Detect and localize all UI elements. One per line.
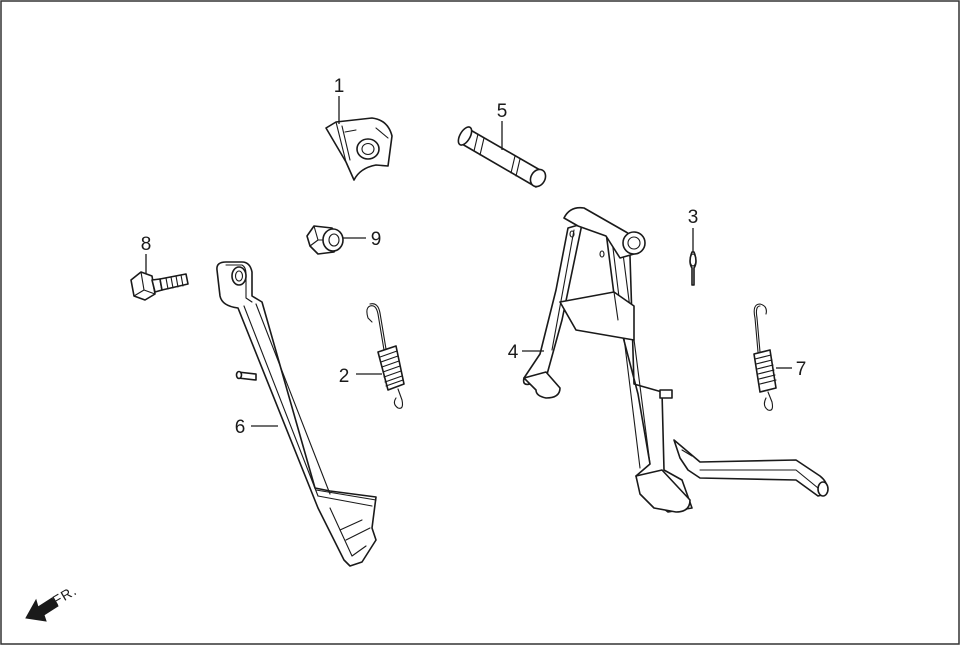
part-1-bracket	[325, 117, 393, 181]
part-4-main-stand	[522, 206, 829, 513]
part-3-cotter-pin	[689, 251, 697, 286]
callout-2: 2	[339, 366, 350, 387]
part-7-spring	[753, 303, 777, 411]
callout-1: 1	[334, 76, 345, 97]
part-5-pivot-pin	[457, 126, 547, 188]
part-2-spring	[366, 303, 405, 409]
part-9-nut	[306, 225, 344, 255]
callout-7: 7	[796, 359, 807, 380]
callout-4: 4	[508, 342, 519, 363]
part-8-bolt	[130, 271, 189, 301]
callout-8: 8	[141, 234, 152, 255]
front-arrow-icon	[25, 597, 59, 622]
callout-6: 6	[235, 417, 246, 438]
front-direction-indicator: FR.	[25, 582, 80, 622]
callout-3: 3	[688, 207, 699, 228]
callout-9: 9	[371, 229, 382, 250]
callout-5: 5	[497, 101, 508, 122]
part-6-side-stand	[216, 261, 377, 567]
